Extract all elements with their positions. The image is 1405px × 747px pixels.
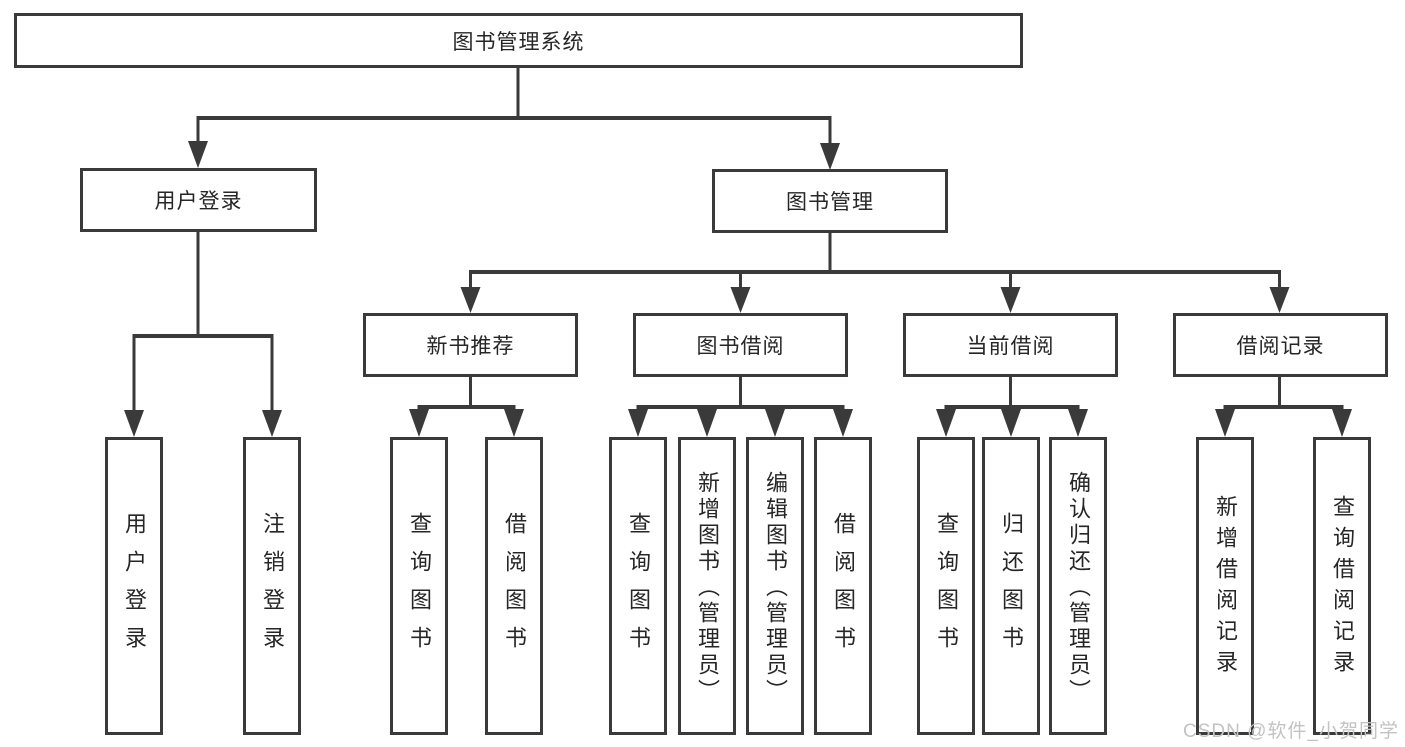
leaf-add-borrow-record: 新增借阅记录 [1196,437,1254,735]
leaf-borrow-books-recommend: 借阅图书 [485,437,543,735]
leaf-query-borrow-record: 查询借阅记录 [1313,437,1371,735]
csdn-watermark: CSDN @软件_小贺同学 [1183,721,1399,742]
leaf-logout: 注销登录 [243,437,301,735]
arrowheads [124,141,1352,437]
leaf-query-books-borrow: 查询图书 [609,437,667,735]
node-current-borrowing: 当前借阅 [903,313,1118,377]
leaf-confirm-return-admin: 确认归还（管理员） [1049,437,1107,735]
leaf-edit-book-admin: 编辑图书（管理员） [746,437,804,735]
node-borrow-records: 借阅记录 [1173,313,1388,377]
node-book-borrowing: 图书借阅 [633,313,848,377]
leaf-user-login: 用户登录 [105,437,163,735]
node-book-management: 图书管理 [712,169,948,233]
node-library-system: 图书管理系统 [14,13,1023,68]
leaf-borrow-books: 借阅图书 [814,437,872,735]
leaf-query-books-current: 查询图书 [917,437,975,735]
connector-segments [132,68,1344,412]
leaf-return-books: 归还图书 [982,437,1040,735]
node-new-book-recommend: 新书推荐 [363,313,578,377]
node-user-login: 用户登录 [80,168,317,232]
leaf-query-books-recommend: 查询图书 [390,437,448,735]
leaf-add-book-admin: 新增图书（管理员） [678,437,736,735]
